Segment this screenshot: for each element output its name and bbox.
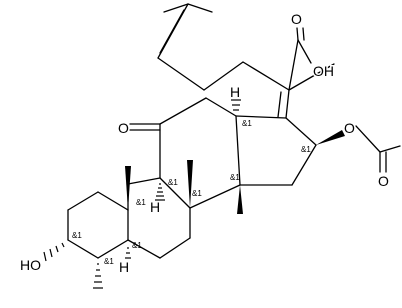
ring-a-bonds [67,191,129,259]
stereo-label-c9: &1 [168,178,178,187]
c10-c5-stereo [125,166,131,259]
side-chain-bonds [157,3,335,91]
stereo-label-c3: &1 [72,231,82,240]
ester-carbonyl-oxygen-label: O [378,173,389,189]
ring-c-bonds [129,97,241,209]
stereo-bonds [155,99,243,214]
h9-label: H [150,199,160,215]
acetoxy-bonds [316,125,401,173]
stereo-label-c13: &1 [242,119,252,128]
h5-label: H [119,259,129,275]
acid-oxygen-label: O [291,11,302,27]
stereo-label-c4: &1 [104,257,114,266]
stereo-label-c10: &1 [136,198,146,207]
ester-oxygen-label: O [344,120,355,136]
h13-label: H [230,84,240,100]
ring-a-stereo [43,242,103,289]
stereo-label-c5: &1 [132,241,142,250]
acid-hydroxyl-label: OH [313,63,334,79]
hydroxyl-label: HO [20,257,41,273]
ketone-oxygen-label: O [118,120,129,136]
ring-d-bonds [235,89,317,186]
stereo-label-c14: &1 [230,173,240,182]
acid-carbonyl-bonds [296,27,312,64]
stereo-label-c8: &1 [192,189,202,198]
stereo-label-c16: &1 [301,145,311,154]
